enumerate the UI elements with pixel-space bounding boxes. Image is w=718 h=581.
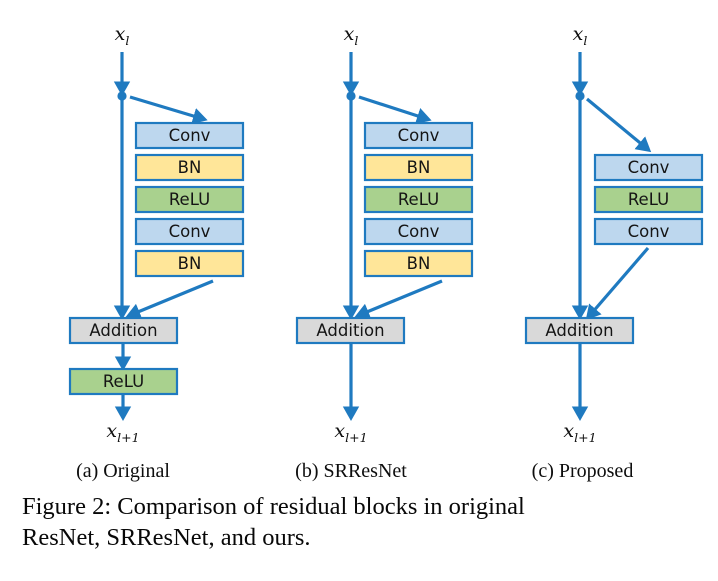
input-label-proposed: xl [573,23,588,48]
subcaption-proposed: (c) Proposed [531,460,634,482]
post-merge-block-relu-original[interactable]: ReLU [68,367,179,396]
branch-block-conv-1-proposed[interactable]: Conv [593,153,704,182]
branch-block-label: Conv [169,222,211,241]
figure-caption: Figure 2: Comparison of residual blocks … [22,491,698,554]
branch-exit-arrow-original [125,279,214,320]
column-srresnet: xl Conv BN ReLU Conv [295,23,474,445]
subcaption-srresnet: (b) SRResNet [295,460,407,482]
branch-block-bn-1-original[interactable]: BN [134,153,245,182]
branch-block-conv-1-srresnet[interactable]: Conv [363,121,474,150]
branch-block-label: ReLU [169,190,210,209]
branch-block-conv-2-proposed[interactable]: Conv [593,217,704,246]
branch-block-label: BN [178,158,202,177]
branch-exit-arrow-proposed [585,246,650,321]
branch-block-bn-2-original[interactable]: BN [134,249,245,278]
output-label-original: xl+1 [106,420,139,445]
branch-entry-arrow-srresnet [358,95,432,124]
branch-entry-arrow-original [129,95,208,125]
branch-block-label: Conv [628,222,670,241]
branch-block-conv-1-original[interactable]: Conv [134,121,245,150]
output-label-srresnet: xl+1 [334,420,367,445]
merge-block-addition-proposed[interactable]: Addition [524,316,635,345]
branch-block-label: BN [178,254,202,273]
figure-caption-line-1: Figure 2: Comparison of residual blocks … [22,493,525,520]
column-proposed: xl Conv ReLU Conv Addition [524,23,704,445]
residual-block-diagram: xl Conv BN ReLU [68,23,704,445]
branch-block-relu-original[interactable]: ReLU [134,185,245,214]
input-label-original: xl [115,23,130,48]
branch-block-relu-proposed[interactable]: ReLU [593,185,704,214]
branch-block-conv-2-original[interactable]: Conv [134,217,245,246]
branch-block-label: ReLU [628,190,669,209]
output-label-proposed: xl+1 [563,420,596,445]
figure-caption-line-2: ResNet, SRResNet, and ours. [22,524,311,552]
post-merge-block-label: ReLU [103,372,144,391]
merge-block-label: Addition [545,321,613,340]
merge-block-label: Addition [316,321,384,340]
branch-block-label: Conv [398,126,440,145]
branch-entry-arrow-proposed [585,97,652,153]
branch-block-label: BN [407,158,431,177]
merge-block-label: Addition [89,321,157,340]
branch-block-label: Conv [169,126,211,145]
subcaption-original: (a) Original [76,460,170,482]
branch-block-bn-2-srresnet[interactable]: BN [363,249,474,278]
input-label-srresnet: xl [344,23,359,48]
merge-block-addition-original[interactable]: Addition [68,316,179,345]
branch-exit-arrow-srresnet [354,279,443,320]
branch-block-conv-2-srresnet[interactable]: Conv [363,217,474,246]
branch-block-label: Conv [398,222,440,241]
column-original: xl Conv BN ReLU [68,23,245,445]
branch-block-label: ReLU [398,190,439,209]
branch-block-relu-srresnet[interactable]: ReLU [363,185,474,214]
branch-block-bn-1-srresnet[interactable]: BN [363,153,474,182]
branch-block-label: Conv [628,158,670,177]
merge-block-addition-srresnet[interactable]: Addition [295,316,406,345]
branch-block-label: BN [407,254,431,273]
